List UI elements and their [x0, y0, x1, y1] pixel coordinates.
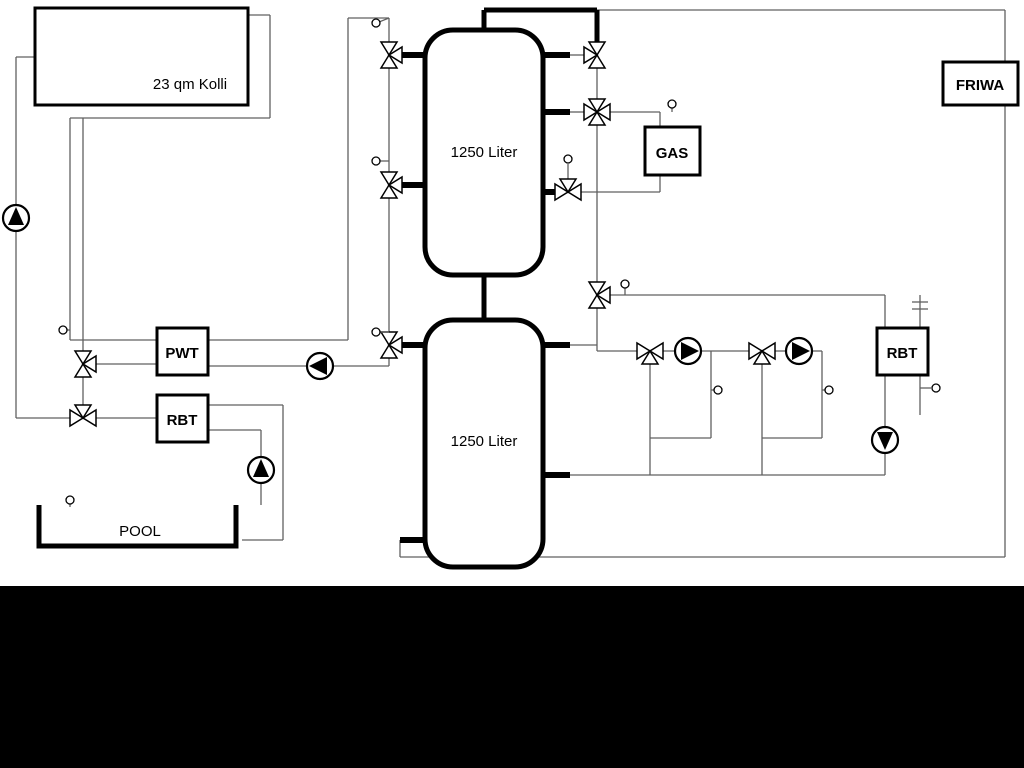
- valve-tank1-mid-left: [379, 171, 403, 199]
- valves: [69, 41, 776, 428]
- buffer-tank-bottom-label: 1250 Liter: [451, 433, 518, 450]
- sensor-pool: [65, 495, 75, 505]
- pwt-label: PWT: [165, 345, 198, 362]
- footer-black-bar: [0, 586, 1024, 768]
- valve-pwt-left: [73, 350, 97, 378]
- buffer-tank-top: 1250 Liter: [422, 27, 546, 278]
- sensor-valve-mid: [371, 156, 381, 166]
- solar-collector: 23 qm Kolli: [33, 6, 250, 107]
- sensor-pwt-line: [58, 325, 68, 335]
- rbt-right-unit: RBT: [875, 326, 930, 377]
- friwa-module-label: FRIWA: [956, 77, 1004, 94]
- sensor-heating-1: [713, 385, 723, 395]
- sensor-heating-2: [824, 385, 834, 395]
- pump-pool: [246, 455, 276, 485]
- sensor-distribution: [620, 279, 630, 289]
- pumps: [1, 203, 900, 485]
- gas-boiler: GAS: [643, 125, 702, 177]
- valve-rbt-left: [69, 404, 97, 428]
- sensor-gas-supply: [667, 99, 677, 109]
- pump-pwt: [305, 351, 335, 381]
- pool-basin: POOL: [36, 505, 239, 549]
- buffer-tank-bottom: 1250 Liter: [422, 317, 546, 570]
- sensor-rbt-right: [931, 383, 941, 393]
- pump-heating-2: [784, 336, 814, 366]
- valve-tank1-top-left: [379, 41, 403, 69]
- pwt-heat-exchanger: PWT: [155, 326, 210, 377]
- rbt-right-label: RBT: [887, 345, 918, 362]
- solar-collector-label: 23 qm Kolli: [153, 76, 227, 93]
- valve-heating-circuit-2: [748, 341, 776, 365]
- rbt-left-unit: RBT: [155, 393, 210, 444]
- valve-distribution: [587, 281, 611, 309]
- pool-label: POOL: [119, 523, 161, 540]
- sensor-supply-top: [371, 18, 381, 28]
- pump-rbt-right: [870, 425, 900, 455]
- buffer-tank-top-label: 1250 Liter: [451, 144, 518, 161]
- pump-heating-1: [673, 336, 703, 366]
- valve-tank1-top-right: [583, 41, 607, 69]
- gas-boiler-label: GAS: [656, 145, 689, 162]
- sensor-gas-return: [563, 154, 573, 164]
- friwa-module: FRIWA: [941, 60, 1020, 107]
- valve-heating-circuit-1: [636, 341, 664, 365]
- valve-gas-supply: [583, 98, 611, 126]
- sensor-valve-low: [371, 327, 381, 337]
- valve-gas-return: [554, 178, 582, 202]
- rbt-left-label: RBT: [167, 412, 198, 429]
- pump-solar: [1, 203, 31, 233]
